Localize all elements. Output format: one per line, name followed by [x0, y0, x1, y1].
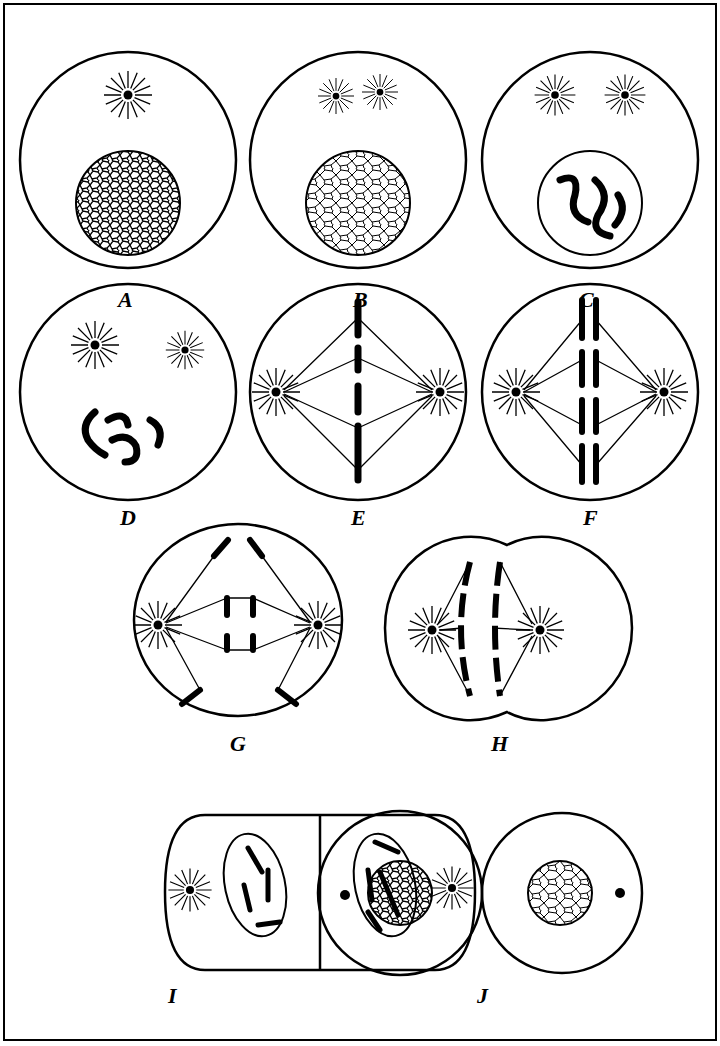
- stage-letter: A: [118, 289, 133, 311]
- stage-letter: H: [491, 733, 508, 755]
- stage-letter: E: [351, 507, 366, 529]
- stage-letter: J: [477, 985, 488, 1007]
- stage-letter: G: [230, 733, 246, 755]
- stage-letter: F: [583, 507, 598, 529]
- stage-letter: I: [168, 985, 177, 1007]
- stage-letter: C: [579, 289, 594, 311]
- stage-letter: B: [353, 289, 368, 311]
- stage-letter: D: [120, 507, 136, 529]
